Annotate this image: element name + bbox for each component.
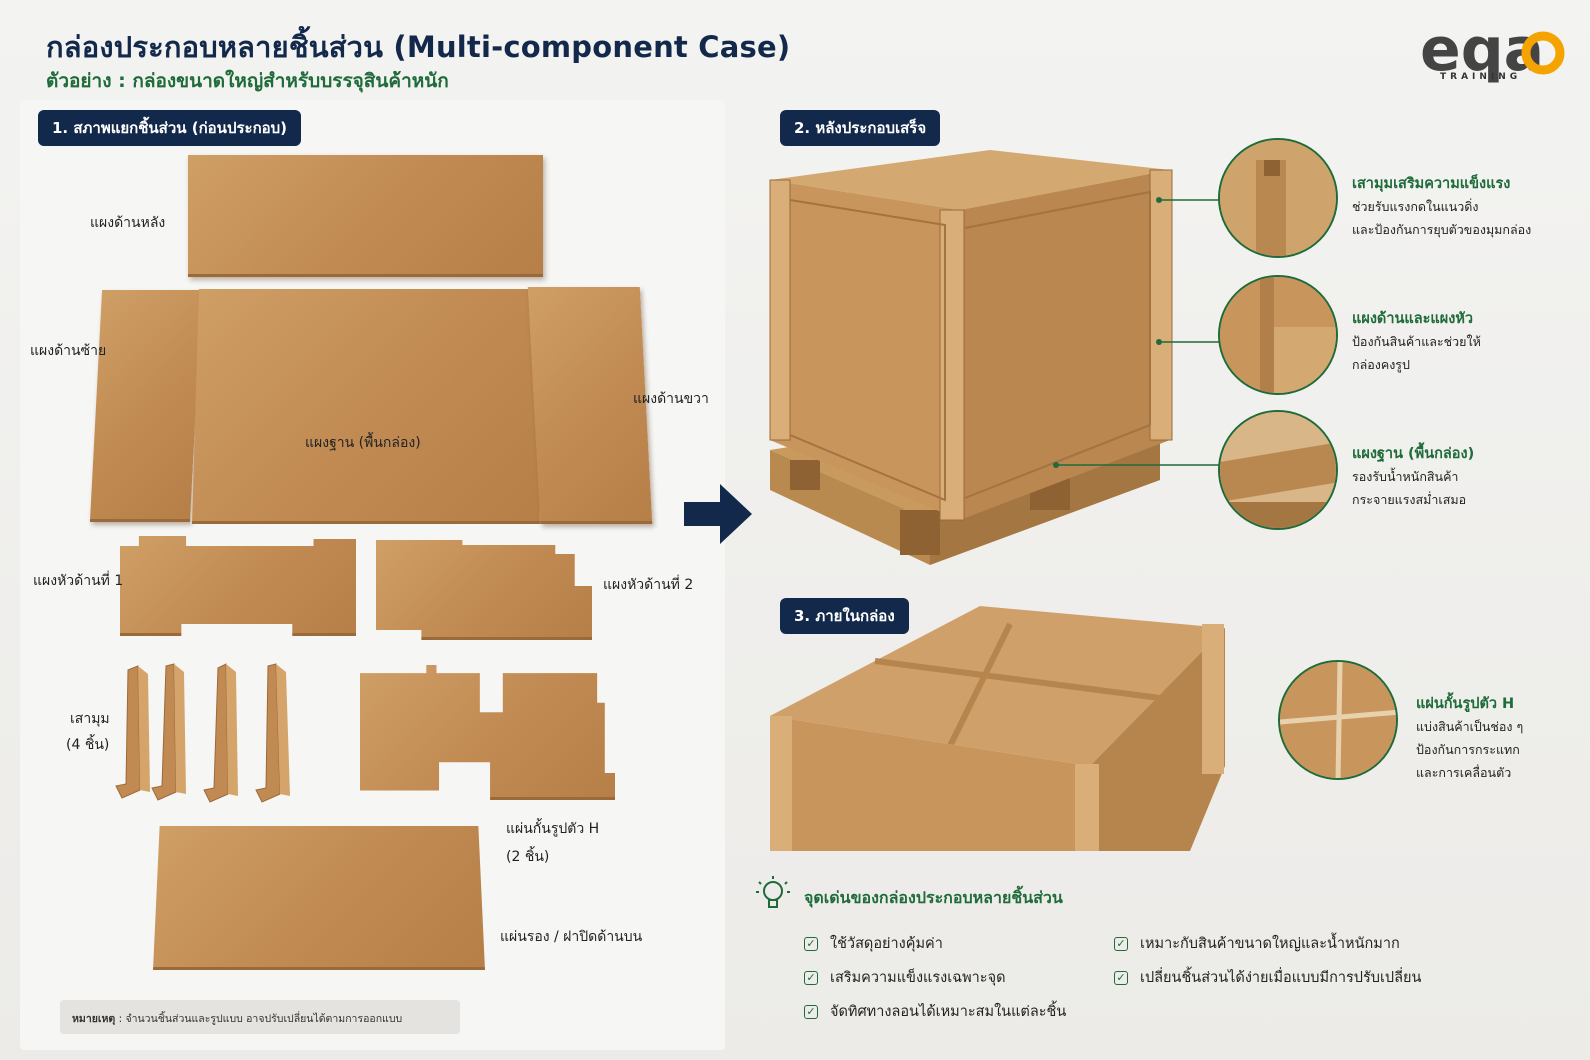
open-box-interior: [770, 606, 1225, 766]
highlight-item-4-text: เปลี่ยนชิ้นส่วนได้ง่ายเมื่อแบบมีการปรับเ…: [1140, 970, 1422, 986]
base-panel: [192, 289, 540, 524]
callout-circle-side: [1218, 275, 1338, 395]
label-back-panel: แผงด้านหลัง: [90, 215, 166, 231]
bottom-pad: [153, 826, 485, 970]
corner-post-3: [203, 663, 229, 803]
box-side-panel: [960, 170, 1170, 520]
label-corner-posts-2: (4 ชิ้น): [66, 737, 110, 753]
callout-2-title: แผงด้านและแผงหัว: [1352, 311, 1474, 327]
label-base-panel: แผงฐาน (พื้นกล่อง): [305, 435, 421, 451]
left-side-panel: [89, 290, 203, 522]
end-panel-1: [120, 536, 356, 636]
highlight-item-4: ✓ เปลี่ยนชิ้นส่วนได้ง่ายเมื่อแบบมีการปรั…: [1114, 966, 1421, 989]
check-icon: ✓: [804, 1004, 818, 1019]
label-left-panel: แผงด้านซ้าย: [30, 343, 107, 359]
highlight-item-2-text: เหมาะกับสินค้าขนาดใหญ่และน้ำหนักมาก: [1140, 936, 1400, 952]
check-icon: ✓: [1114, 970, 1128, 985]
open-box-side: [1090, 628, 1225, 851]
callout-3-title: แผงฐาน (พื้นกล่อง): [1352, 446, 1475, 462]
box-front-panel: [770, 180, 960, 520]
divider-cross: [947, 622, 1013, 748]
label-right-panel: แผงด้านขวา: [633, 391, 709, 407]
logo-orange-ring: [1521, 31, 1565, 75]
label-end-panel-2: แผงหัวด้านที่ 2: [603, 577, 694, 593]
note-text: : จำนวนชิ้นส่วนและรูปแบบ อาจปรับเปลี่ยนไ…: [115, 1013, 403, 1025]
label-h-divider-1: แผ่นกั้นรูปตัว H: [506, 821, 600, 837]
callout-4-title: แผ่นกั้นรูปตัว H: [1416, 696, 1515, 712]
note-box: หมายเหตุ : จำนวนชิ้นส่วนและรูปแบบ อาจปรั…: [60, 1000, 460, 1034]
check-icon: ✓: [804, 936, 818, 951]
highlight-item-2: ✓ เหมาะกับสินค้าขนาดใหญ่และน้ำหนักมาก: [1114, 932, 1400, 955]
eqa-logo: eqa: [1420, 20, 1565, 85]
callout-3-line1: รองรับน้ำหนักสินค้า: [1352, 469, 1459, 484]
callout-1-line1: ช่วยรับแรงกดในแนวดิ่ง: [1352, 199, 1479, 214]
corner-post-4: [255, 663, 281, 803]
label-bottom-pad: แผ่นรอง / ฝาปิดด้านบน: [500, 929, 643, 945]
highlight-item-5: ✓ จัดทิศทางลอนได้เหมาะสมในแต่ละชิ้น: [804, 1000, 1066, 1023]
back-panel: [188, 155, 543, 277]
callout-connector-base: [1053, 462, 1225, 468]
callout-connectors: [1156, 197, 1225, 345]
callout-1-title: เสามุมเสริมความแข็งแรง: [1352, 176, 1511, 192]
callout-1-line2: และป้องกันการยุบตัวของมุมกล่อง: [1352, 222, 1532, 237]
corner-post-1: [115, 665, 141, 799]
section-3-pill: 3. ภายในกล่อง: [780, 598, 909, 634]
page-title: กล่องประกอบหลายชิ้นส่วน (Multi-component…: [46, 30, 791, 64]
divider-long: [874, 658, 1161, 701]
box-lid: [770, 150, 1170, 210]
callout-circle-divider: [1278, 660, 1398, 780]
note-prefix: หมายเหตุ: [72, 1013, 116, 1025]
highlights-title: จุดเด่นของกล่องประกอบหลายชิ้นส่วน: [804, 888, 1063, 907]
corner-posts: [115, 663, 290, 803]
page-subtitle: ตัวอย่าง : กล่องขนาดใหญ่สำหรับบรรจุสินค้…: [46, 70, 449, 92]
highlight-item-3-text: เสริมความแข็งแรงเฉพาะจุด: [830, 970, 1006, 986]
highlight-item-1: ✓ ใช้วัสดุอย่างคุ้มค่า: [804, 932, 943, 955]
logo-subtext: TRAINING: [1440, 72, 1522, 82]
lightbulb-icon: [756, 876, 790, 908]
callout-3-line2: กระจายแรงสม่ำเสมอ: [1352, 492, 1467, 507]
check-icon: ✓: [804, 970, 818, 985]
callout-circle-base: [1218, 410, 1338, 530]
arrow-right-icon: [684, 484, 752, 544]
callout-4-line2: ป้องกันการกระแทก: [1416, 742, 1520, 757]
open-box-front: [770, 716, 1090, 851]
callout-2-line2: กล่องคงรูป: [1352, 357, 1410, 372]
label-h-divider-2: (2 ชิ้น): [506, 849, 550, 865]
corner-post-2: [151, 663, 177, 801]
assembled-box-illustration: [769, 150, 1173, 565]
end-panel-2: [376, 540, 592, 640]
callout-4-line3: และการเคลื่อนตัว: [1416, 765, 1512, 780]
label-corner-posts-1: เสามุม: [70, 711, 110, 727]
section-1-pill: 1. สภาพแยกชิ้นส่วน (ก่อนประกอบ): [38, 110, 302, 146]
label-end-panel-1: แผงหัวด้านที่ 1: [33, 573, 124, 589]
open-box-illustration: [770, 606, 1225, 851]
highlight-item-1-text: ใช้วัสดุอย่างคุ้มค่า: [830, 936, 943, 952]
section-2-pill: 2. หลังประกอบเสร็จ: [780, 110, 941, 146]
highlight-item-5-text: จัดทิศทางลอนได้เหมาะสมในแต่ละชิ้น: [830, 1004, 1067, 1020]
highlight-item-3: ✓ เสริมความแข็งแรงเฉพาะจุด: [804, 966, 1005, 989]
check-icon: ✓: [1114, 936, 1128, 951]
callout-circle-corner: [1218, 138, 1338, 258]
callout-4-line1: แบ่งสินค้าเป็นช่อง ๆ: [1416, 719, 1524, 734]
callout-2-line1: ป้องกันสินค้าและช่วยให้: [1352, 334, 1481, 349]
